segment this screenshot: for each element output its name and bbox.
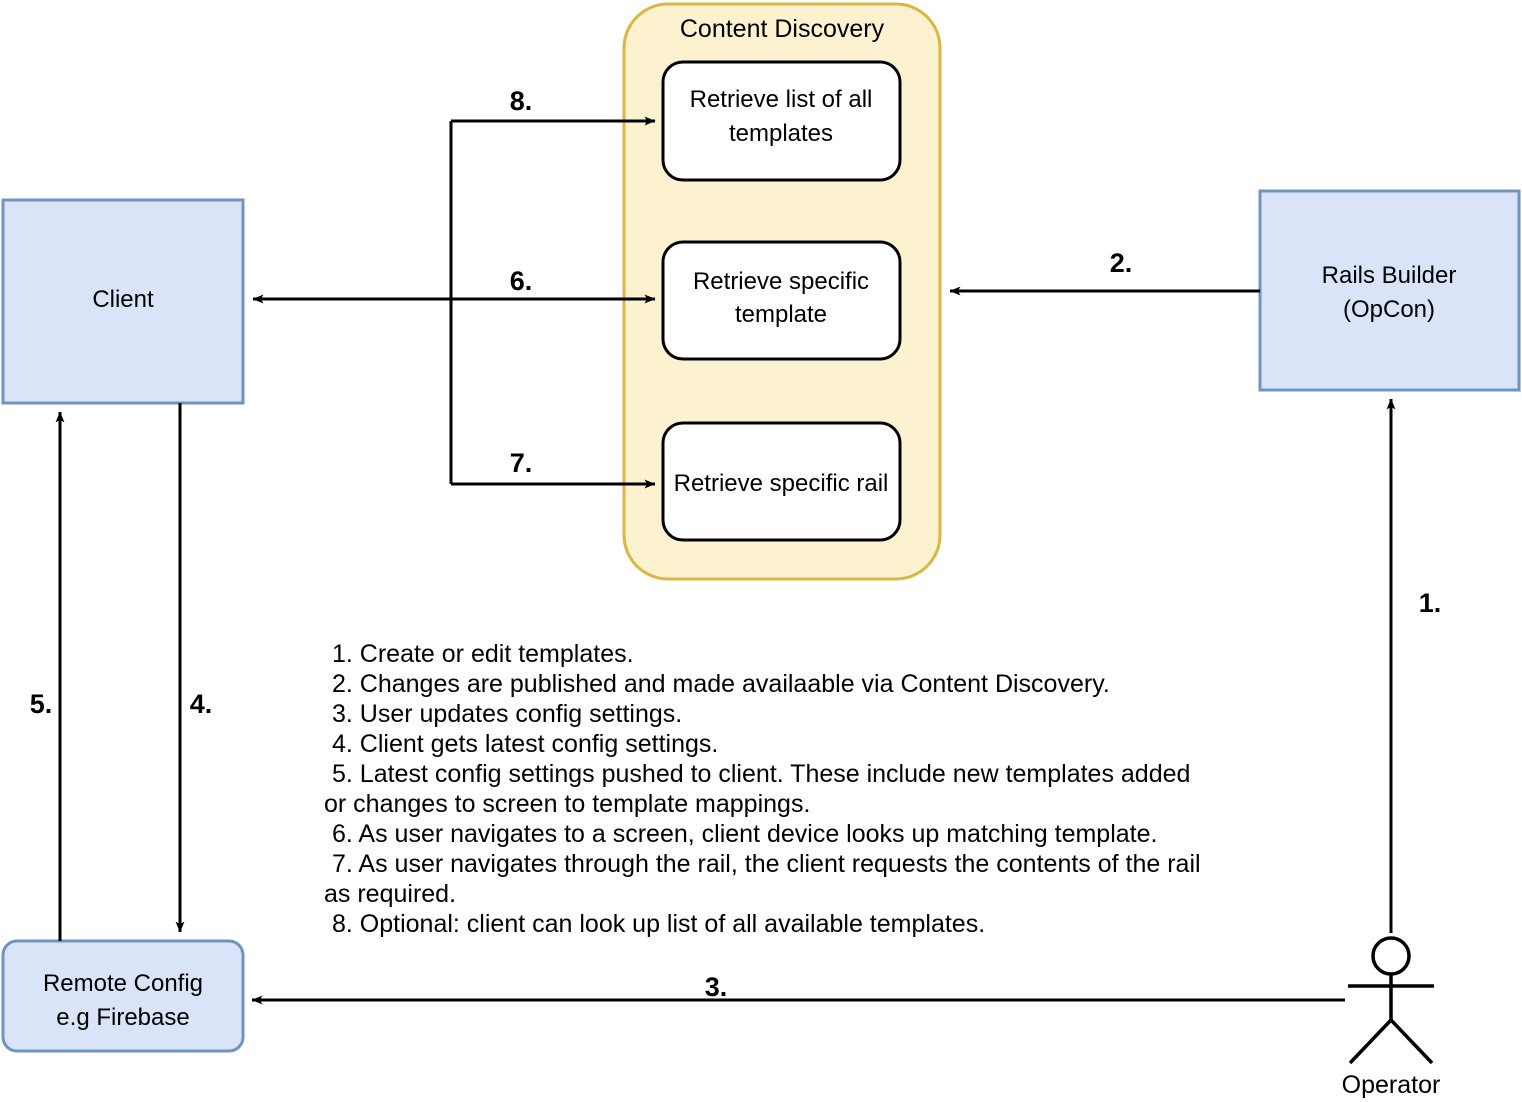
step-marker-3: 3. (705, 972, 728, 1002)
step-marker-5: 5. (30, 689, 53, 719)
step-marker-8: 8. (510, 86, 533, 116)
retrieve-specific-rail-box (661, 421, 902, 542)
rails-builder-box (1258, 189, 1521, 392)
step-marker-2: 2. (1110, 248, 1133, 278)
retrieve-all-templates-box (661, 60, 902, 182)
remote-config-label-line2: e.g Firebase (56, 1004, 189, 1031)
remote-config-box (1, 939, 245, 1053)
step-marker-1: 1. (1419, 588, 1442, 618)
node-retrieve-all-templates[interactable]: Retrieve list of all templates (661, 60, 902, 182)
operator-head-icon (1371, 936, 1411, 976)
actor-operator[interactable]: Operator (1342, 936, 1441, 1099)
step-marker-4: 4. (190, 689, 213, 719)
node-retrieve-specific-template[interactable]: Retrieve specific template (661, 240, 902, 361)
client-label: Client (92, 286, 154, 313)
retrieve-specific-rail-label: Retrieve specific rail (674, 470, 889, 497)
legend-line-10: 8. Optional: client can look up list of … (332, 910, 985, 938)
retrieve-specific-template-label-line2: template (735, 301, 827, 328)
node-client[interactable]: Client (1, 198, 245, 405)
operator-label: Operator (1342, 1071, 1441, 1099)
step-marker-6: 6. (510, 266, 533, 296)
legend-line-4: 4. Client gets latest config settings. (332, 730, 718, 758)
node-remote-config[interactable]: Remote Config e.g Firebase (1, 939, 245, 1053)
client-box (1, 198, 245, 405)
steps-legend: 1. Create or edit templates. 2. Changes … (324, 640, 1201, 938)
legend-line-1: 1. Create or edit templates. (332, 640, 634, 668)
retrieve-specific-template-label-line1: Retrieve specific (693, 268, 869, 295)
legend-line-9: as required. (324, 880, 456, 908)
content-discovery-title: Content Discovery (680, 15, 885, 43)
node-retrieve-specific-rail[interactable]: Retrieve specific rail (661, 421, 902, 542)
rails-builder-label-line2: (OpCon) (1343, 296, 1435, 323)
rails-builder-label-line1: Rails Builder (1322, 262, 1457, 289)
retrieve-all-templates-label-line2: templates (729, 120, 833, 147)
legend-line-7: 6. As user navigates to a screen, client… (332, 820, 1157, 848)
remote-config-label-line1: Remote Config (43, 970, 203, 997)
legend-line-6: or changes to screen to template mapping… (324, 790, 810, 818)
node-rails-builder[interactable]: Rails Builder (OpCon) (1258, 189, 1521, 392)
operator-left-leg-icon (1348, 1018, 1393, 1065)
operator-right-leg-icon (1389, 1018, 1434, 1065)
legend-line-2: 2. Changes are published and made availa… (332, 670, 1110, 698)
legend-line-3: 3. User updates config settings. (332, 700, 682, 728)
legend-line-5: 5. Latest config settings pushed to clie… (332, 760, 1190, 788)
retrieve-all-templates-label-line1: Retrieve list of all (690, 86, 873, 113)
legend-line-8: 7. As user navigates through the rail, t… (332, 850, 1201, 878)
retrieve-specific-template-box (661, 240, 902, 361)
step-marker-7: 7. (510, 448, 533, 478)
